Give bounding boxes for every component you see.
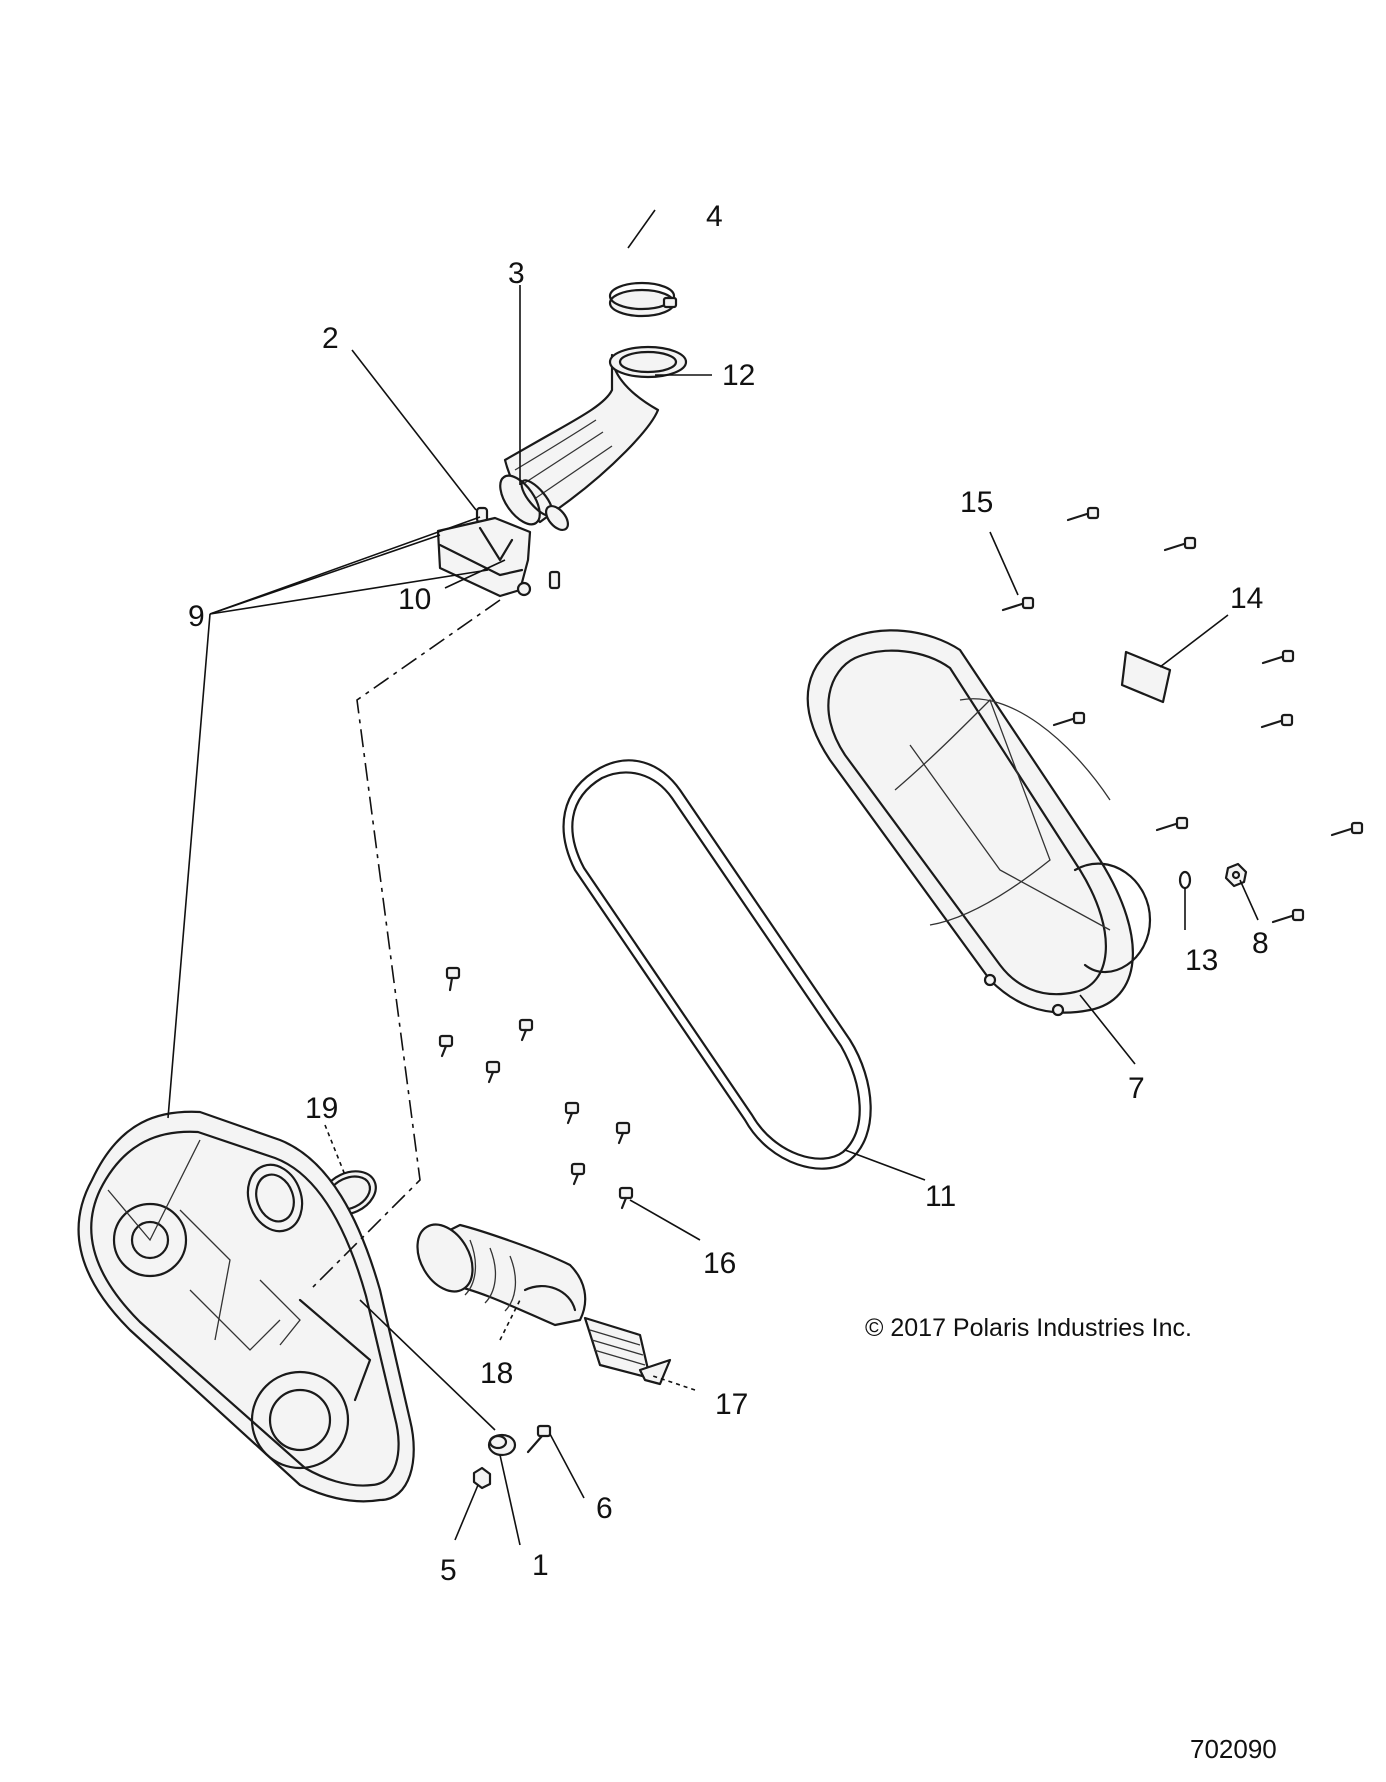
leader-lines xyxy=(167,209,1259,1546)
callout-10: 10 xyxy=(398,583,431,616)
callout-labels: 1 2 3 4 5 6 7 8 9 10 11 12 13 14 15 16 1… xyxy=(188,200,1269,1587)
part-8-nut xyxy=(1224,862,1248,888)
callout-12: 12 xyxy=(722,359,755,392)
callout-13: 13 xyxy=(1185,944,1218,977)
callout-11: 11 xyxy=(925,1180,956,1213)
callout-14: 14 xyxy=(1230,582,1263,615)
part-18-inlet-duct xyxy=(416,1223,587,1327)
part-3-o-ring xyxy=(520,479,569,531)
callout-3: 3 xyxy=(508,257,525,290)
callout-7: 7 xyxy=(1128,1072,1145,1105)
part-9-inner-clutch-cover xyxy=(77,1110,415,1503)
part-6-bolt xyxy=(526,1424,552,1454)
callout-1: 1 xyxy=(532,1549,549,1582)
part-17-grille xyxy=(583,1316,672,1386)
part-14-decal xyxy=(1120,650,1172,704)
part-7-outer-clutch-cover xyxy=(806,629,1152,1017)
part-15-bolts xyxy=(1001,506,1364,924)
part-1-knob xyxy=(487,1433,517,1457)
part-13-o-ring-small xyxy=(1178,870,1192,890)
callout-9: 9 xyxy=(188,600,205,633)
callout-4: 4 xyxy=(706,200,723,233)
callout-5: 5 xyxy=(440,1554,457,1587)
part-10-duct-adapter xyxy=(436,516,561,598)
callout-17: 17 xyxy=(715,1388,748,1421)
callout-16: 16 xyxy=(703,1247,736,1280)
part-11-drive-belt xyxy=(562,759,872,1170)
callout-19: 19 xyxy=(305,1092,338,1125)
callout-15: 15 xyxy=(960,486,993,519)
part-5-nut xyxy=(472,1466,492,1490)
part-16-screws xyxy=(438,966,634,1210)
part-4-hose-clamp xyxy=(608,281,678,318)
copyright-notice: © 2017 Polaris Industries Inc. xyxy=(865,1314,1192,1342)
callout-18: 18 xyxy=(480,1357,513,1390)
callout-6: 6 xyxy=(596,1492,613,1525)
callout-8: 8 xyxy=(1252,927,1269,960)
callout-2: 2 xyxy=(322,322,339,355)
document-number: 702090 xyxy=(1190,1734,1277,1764)
